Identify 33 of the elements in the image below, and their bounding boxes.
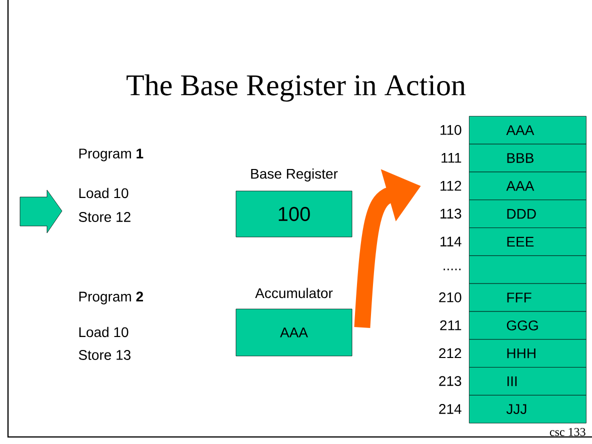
memory-cell: III bbox=[469, 367, 586, 396]
text-label: Load 10 bbox=[79, 188, 128, 198]
address-label: 114 bbox=[440, 236, 462, 246]
register-box: AAA bbox=[236, 308, 352, 356]
register-label: Accumulator bbox=[255, 288, 333, 298]
memory-cell: EEE bbox=[469, 228, 586, 256]
address-label: 213 bbox=[439, 376, 462, 386]
slide-number: csc 133 bbox=[550, 428, 586, 436]
address-label: 210 bbox=[439, 292, 462, 302]
text-label: Program 2 bbox=[79, 292, 143, 304]
text-label: Store 12 bbox=[78, 212, 130, 222]
address-label: 212 bbox=[439, 348, 462, 358]
text-label: Store 13 bbox=[78, 350, 130, 360]
address-label: ..... bbox=[444, 268, 461, 270]
address-label: 211 bbox=[440, 320, 462, 330]
memory-cell: AAA bbox=[469, 172, 586, 200]
memory-cell: BBB bbox=[469, 144, 586, 172]
address-label: 110 bbox=[440, 124, 462, 135]
register-label: Base Register bbox=[251, 168, 338, 182]
address-label: 113 bbox=[440, 208, 462, 219]
memory-cell: JJJ bbox=[469, 395, 586, 424]
address-label: 111 bbox=[442, 153, 462, 163]
register-box: 100 bbox=[236, 190, 352, 238]
memory-cell: FFF bbox=[469, 283, 586, 312]
memory-cell: HHH bbox=[469, 339, 586, 368]
address-label: 214 bbox=[439, 404, 462, 414]
memory-cell: DDD bbox=[469, 200, 586, 228]
text-label: Program 1 bbox=[79, 148, 144, 162]
memory-cell: GGG bbox=[469, 311, 586, 340]
address-label: 112 bbox=[440, 180, 462, 191]
memory-cell: AAA bbox=[469, 116, 586, 144]
text-label: Load 10 bbox=[79, 326, 128, 338]
title: The Base Register in Action bbox=[126, 74, 466, 102]
